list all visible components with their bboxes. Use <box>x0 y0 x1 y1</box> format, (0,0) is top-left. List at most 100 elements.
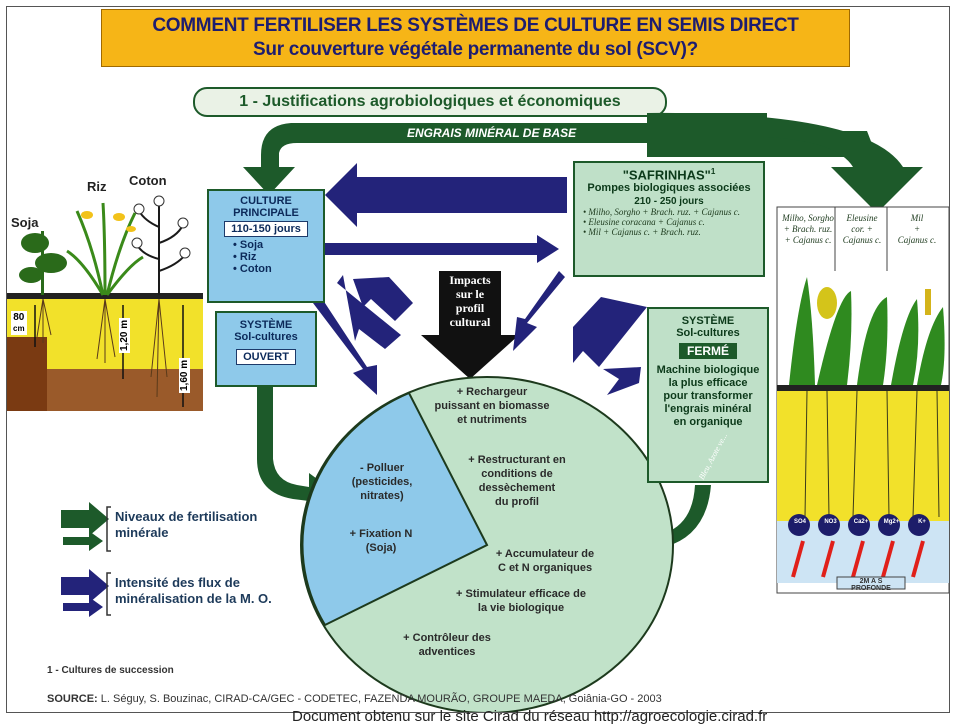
r5-1: + Contrôleur des <box>403 632 491 644</box>
safrinhas-days: 210 - 250 jours <box>634 196 704 208</box>
legend-bracket-1 <box>106 506 111 552</box>
flux-arrow-to-culture <box>325 163 567 227</box>
circle-polluer: - Polluer (pesticides, nitrates) <box>337 461 427 503</box>
right-col2-2: cor. + <box>851 224 873 234</box>
safrinhas-item-1: • Milho, Sorgho + Brach. ruz. + Cajanus … <box>583 207 740 218</box>
circle-fixation: + Fixation N (Soja) <box>339 527 423 555</box>
legend-blue-2: minéralisation de la M. O. <box>115 591 272 606</box>
nutrient-no3: NO3 <box>824 519 837 525</box>
footnote: 1 - Cultures de succession <box>47 665 174 676</box>
title-line1: COMMENT FERTILISER LES SYSTÈMES DE CULTU… <box>152 15 799 36</box>
right-col2-1: Eleusine <box>846 213 878 223</box>
engrais-arrow-right <box>647 112 923 213</box>
depth-tag: 2M A S PROFONDE <box>851 578 891 592</box>
right-col2-label: Eleusine cor. + Cajanus c. <box>837 213 887 246</box>
safrinhas-line1: Pompes biologiques associées <box>587 182 751 195</box>
r4-2: la vie biologique <box>477 602 565 614</box>
r2-4: du profil <box>495 496 539 508</box>
impacts-label: Impacts sur le profil cultural <box>439 273 501 329</box>
impacts-l4: cultural <box>449 315 491 329</box>
ferme-desc-1: Machine biologique <box>656 364 760 376</box>
flux-arrow-to-safrinhas <box>325 235 559 263</box>
flux-arrow-circle-left-2 <box>337 275 401 349</box>
soil-left-top <box>7 293 203 299</box>
culture-items: • Soja • Riz • Coton <box>209 239 323 275</box>
safrinhas-box: "SAFRINHAS"1 Pompes biologiques associée… <box>573 161 765 277</box>
fixation-1: + Fixation N <box>349 528 413 540</box>
riz-grain-icon <box>81 211 136 232</box>
circle-r5: + Contrôleur des adventices <box>387 631 507 659</box>
soil-right-top <box>777 385 949 391</box>
roots-left <box>36 298 168 398</box>
polluer-1: - Polluer <box>359 462 404 474</box>
impacts-l3: profil <box>455 301 485 315</box>
depth-80-value: 80 <box>13 312 25 323</box>
safrinhas-item-3: • Mil + Cajanus c. + Brach. ruz. <box>583 227 701 238</box>
right-col1-label: Milho, Sorgho + Brach. ruz. + Cajanus c. <box>781 213 835 246</box>
culture-title-1: CULTURE <box>240 195 292 207</box>
r3-1: + Accumulateur de <box>495 548 595 560</box>
right-plants-icon <box>789 277 945 385</box>
fixation-2: (Soja) <box>365 542 397 554</box>
legend-green-arrow-large <box>61 502 109 536</box>
legend-green-2: minérale <box>115 525 169 540</box>
bottom-caption: Document obtenu sur le site Cirad du rés… <box>292 708 768 725</box>
ouvert-tag: OUVERT <box>236 349 296 365</box>
safrinhas-items: • Milho, Sorgho + Brach. ruz. + Cajanus … <box>575 207 763 237</box>
ferme-line2: Sol-cultures <box>676 327 740 339</box>
legend-blue-arrow-large <box>61 569 109 603</box>
mil-head-icon <box>925 289 931 315</box>
nutrient-mg: Mg2+ <box>883 519 900 525</box>
legend-green-1: Niveaux de fertilisation <box>115 509 258 524</box>
nutrient-k: K+ <box>918 519 926 525</box>
circle-r2: + Restructurant en conditions de dessèch… <box>447 453 587 509</box>
ferme-desc-5: en organique <box>673 416 743 428</box>
right-col2-3: Cajanus c. <box>842 235 882 245</box>
right-col3-2: + <box>913 224 921 234</box>
r1-2: puissant en biomasse <box>434 400 550 412</box>
right-col1-2: + Brach. ruz. <box>783 224 833 234</box>
nutrient-circles <box>788 514 930 536</box>
r3-2: C et N organiques <box>497 562 593 574</box>
legend-bracket-2 <box>106 572 111 616</box>
polluer-3: nitrates) <box>360 490 404 502</box>
source-line: SOURCE: L. Séguy, S. Bouzinac, CIRAD-CA/… <box>47 693 662 705</box>
flux-arrow-circle-right-3 <box>603 367 641 395</box>
title-line2: Sur couverture végétale permanente du so… <box>253 39 698 60</box>
riz-plant-icon <box>66 202 144 296</box>
flux-arrow-circle-left-3 <box>353 277 413 321</box>
sorgo-head-icon <box>817 287 837 319</box>
r2-3: dessèchement <box>478 482 556 494</box>
culture-item-riz: • Riz <box>233 251 257 263</box>
label-coton: Coton <box>129 173 167 188</box>
culture-days: 110-150 jours <box>224 221 308 237</box>
title-banner: COMMENT FERTILISER LES SYSTÈMES DE CULTU… <box>101 9 850 67</box>
depth-label-160: 1,60 m <box>179 357 190 393</box>
legend-green-arrow-small <box>63 531 103 551</box>
coton-plant-icon <box>136 203 186 295</box>
systeme-ferme-box: SYSTÈME Sol-cultures FERMÉ Machine biolo… <box>647 307 769 483</box>
ferme-line1: SYSTÈME <box>681 315 735 327</box>
source-text: L. Séguy, S. Bouzinac, CIRAD-CA/GEC - CO… <box>100 693 662 705</box>
safrinhas-title-text: "SAFRINHAS" <box>622 167 711 183</box>
ferme-desc-4: l'engrais minéral <box>664 403 752 415</box>
right-col3-label: Mil + Cajanus c. <box>889 213 945 246</box>
source-bold: SOURCE: <box>47 693 98 705</box>
safrinhas-title: "SAFRINHAS"1 <box>575 167 763 182</box>
soil-right-yellow <box>777 389 949 521</box>
culture-principale-box: CULTURE PRINCIPALE 110-150 jours • Soja … <box>207 189 325 303</box>
legend-blue-1: Intensité des flux de <box>115 575 240 590</box>
soja-plant-icon <box>19 231 67 295</box>
r1-1: + Rechargeur <box>456 386 528 398</box>
circle-r4: + Stimulateur efficace de la vie biologi… <box>433 587 609 615</box>
r2-1: + Restructurant en <box>468 454 566 466</box>
coton-boll-icon <box>131 195 191 259</box>
soil-left-brown-2 <box>47 369 203 411</box>
right-col3-1: Mil <box>910 213 924 223</box>
depth-label-80: 80 cm <box>11 311 27 335</box>
right-col1-1: Milho, Sorgho <box>782 213 834 223</box>
circle-blue-slice <box>301 391 489 627</box>
ferme-desc-2: la plus efficace <box>668 377 748 389</box>
flux-arrow-circle-left-1 <box>313 297 377 395</box>
legend-green-text: Niveaux de fertilisation minérale <box>115 509 257 541</box>
